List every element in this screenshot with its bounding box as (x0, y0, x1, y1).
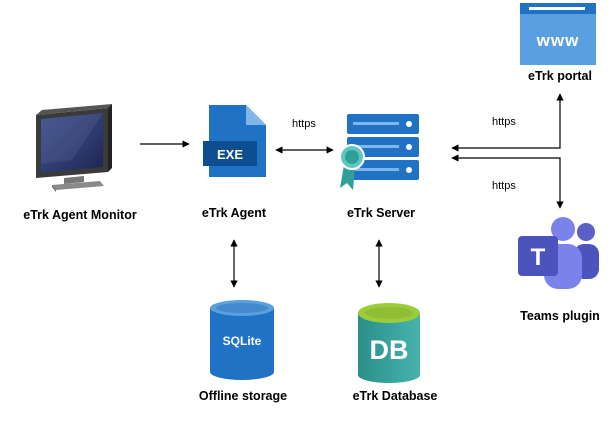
connectors (140, 93, 564, 288)
server-teams-protocol-label: https (492, 180, 516, 192)
sqlite-storage-icon (210, 300, 274, 380)
exe-icon-text: EXE (217, 147, 243, 162)
agent-server-protocol-label: https (292, 118, 316, 130)
server-label: eTrk Server (347, 206, 415, 220)
server-portal-arrow (451, 93, 564, 152)
teams-label: Teams plugin (520, 309, 600, 323)
teams-icon-text: T (531, 244, 546, 271)
agent-label: eTrk Agent (202, 206, 267, 220)
database-icon (358, 303, 420, 383)
sqlite-icon-text: SQLite (223, 334, 262, 348)
server-teams-arrow (451, 154, 564, 209)
database-icon-text: DB (370, 335, 409, 365)
server-portal-protocol-label: https (492, 116, 516, 128)
teams-icon (518, 217, 599, 289)
monitor-label: eTrk Agent Monitor (23, 208, 137, 222)
portal-label: eTrk portal (528, 69, 592, 83)
offline-storage-label: Offline storage (199, 389, 287, 403)
web-portal-icon (520, 3, 596, 65)
exe-file-icon (203, 105, 266, 177)
server-icon (339, 114, 419, 190)
monitor-icon (36, 104, 112, 192)
database-label: eTrk Database (353, 389, 438, 403)
portal-icon-text: www (536, 31, 580, 50)
